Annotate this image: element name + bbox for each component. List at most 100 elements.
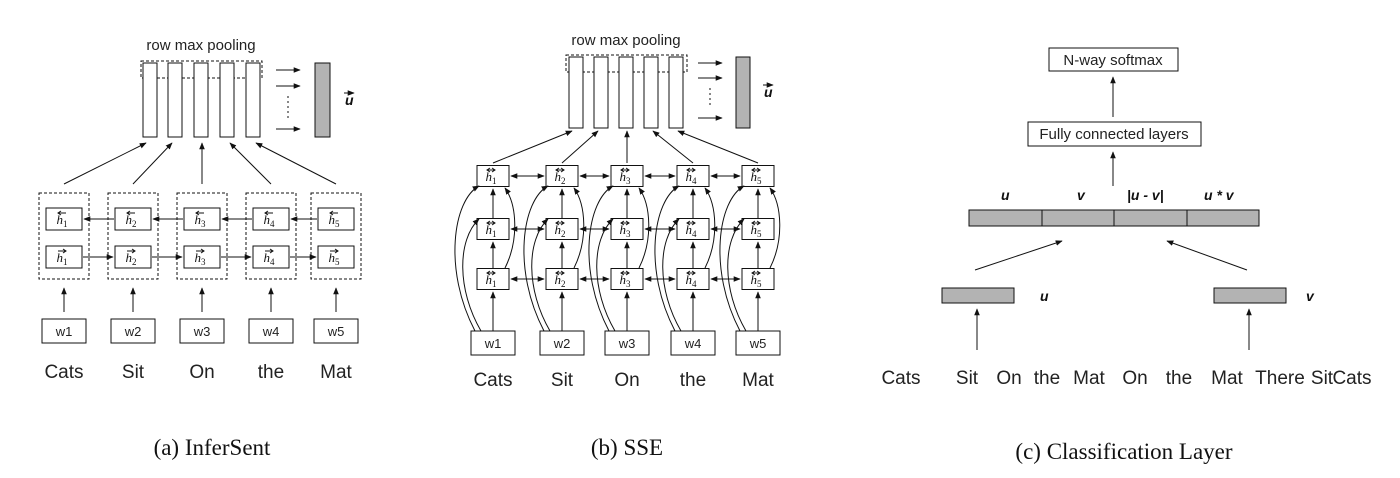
right-arrow-accent-icon bbox=[127, 248, 136, 254]
right-arrow-accent-icon bbox=[330, 248, 339, 254]
token-box bbox=[248, 318, 294, 344]
u-to-concat-arrow bbox=[974, 240, 1063, 271]
hidden-state-label: h4 bbox=[686, 169, 698, 186]
hidden-state-box bbox=[545, 268, 579, 290]
softmax-label: N-way softmax bbox=[1063, 52, 1163, 69]
word-label: Mat bbox=[1211, 368, 1243, 389]
word-label: the bbox=[1034, 368, 1060, 389]
pool-column bbox=[618, 56, 634, 129]
hidden-state-box bbox=[317, 245, 355, 269]
hidden-state-label: h5 bbox=[751, 272, 763, 289]
word-label: the bbox=[680, 370, 706, 391]
token-label: w5 bbox=[749, 336, 767, 351]
vector-label-u: u bbox=[764, 84, 773, 100]
hidden-state-label: h5 bbox=[751, 169, 763, 186]
hidden-state-box bbox=[676, 165, 710, 187]
word-label: Mat bbox=[742, 370, 774, 391]
shortcut-connection bbox=[704, 187, 716, 269]
to-pool-arrow bbox=[492, 130, 573, 164]
bidirectional-arrow-accent-icon bbox=[686, 270, 696, 276]
hidden-state-label: h4 bbox=[686, 222, 698, 239]
caption-classification: (c) Classification Layer bbox=[1015, 439, 1232, 464]
concat-label-v: v bbox=[1077, 187, 1086, 203]
bidirectional-arrow-accent-icon bbox=[620, 220, 630, 226]
hidden-state-box bbox=[476, 165, 510, 187]
token-label: w4 bbox=[262, 324, 280, 339]
word-label: Cats bbox=[473, 370, 512, 391]
pooling-label: row max pooling bbox=[571, 32, 680, 49]
pool-column bbox=[245, 62, 261, 138]
caption-infersent: (a) InferSent bbox=[154, 435, 271, 460]
bidirectional-arrow-accent-icon bbox=[686, 167, 696, 173]
hidden-state-box bbox=[610, 165, 644, 187]
hidden-state-box bbox=[114, 245, 152, 269]
bilstm-cell bbox=[38, 192, 90, 280]
hidden-state-label: h1 bbox=[486, 272, 497, 289]
hidden-state-label: h1 bbox=[486, 169, 497, 186]
hidden-state-box bbox=[476, 268, 510, 290]
hidden-state-label: h4 bbox=[264, 212, 276, 229]
sentence-vector-bar bbox=[314, 62, 331, 138]
hidden-state-box bbox=[741, 218, 775, 240]
shortcut-connection bbox=[504, 187, 516, 269]
bidirectional-arrow-accent-icon bbox=[620, 167, 630, 173]
hidden-state-label: h5 bbox=[329, 250, 341, 267]
token-label: w5 bbox=[327, 324, 345, 339]
token-label: w2 bbox=[553, 336, 571, 351]
pool-column bbox=[219, 62, 235, 138]
v-vector-label: v bbox=[1306, 288, 1315, 304]
fc-label: Fully connected layers bbox=[1039, 126, 1188, 143]
word-label: Cats bbox=[44, 362, 83, 383]
hidden-state-label: h3 bbox=[620, 272, 632, 289]
hidden-state-label: h5 bbox=[329, 212, 341, 229]
panel-infersent: row max pooling u h1h1w1Catsh2h2w2Sith3h… bbox=[38, 37, 362, 460]
hidden-state-box bbox=[45, 245, 83, 269]
word-label: Mat bbox=[1073, 368, 1105, 389]
bidirectional-arrow-accent-icon bbox=[751, 220, 761, 226]
concat-label-product: u * v bbox=[1204, 187, 1235, 203]
hidden-state-box bbox=[476, 218, 510, 240]
to-pool-arrow bbox=[63, 142, 147, 185]
token-box bbox=[110, 318, 156, 344]
word-label: There bbox=[1255, 368, 1305, 389]
bidirectional-arrow-accent-icon bbox=[751, 167, 761, 173]
hidden-state-box bbox=[610, 268, 644, 290]
word-label: Cats bbox=[881, 368, 920, 389]
hidden-state-label: h4 bbox=[686, 272, 698, 289]
bidirectional-arrow-accent-icon bbox=[555, 220, 565, 226]
pool-column bbox=[142, 62, 158, 138]
u-vector-label: u bbox=[1040, 288, 1049, 304]
v-vector-bar bbox=[1213, 287, 1287, 304]
token-label: w2 bbox=[124, 324, 142, 339]
word-label: Sit bbox=[551, 370, 574, 391]
token-box bbox=[313, 318, 359, 344]
concat-label-u: u bbox=[1001, 187, 1010, 203]
word-label: Sit bbox=[956, 368, 979, 389]
pool-column bbox=[643, 56, 659, 129]
hidden-state-label: h2 bbox=[555, 169, 566, 186]
token-box bbox=[539, 330, 585, 356]
hidden-state-label: h3 bbox=[620, 169, 632, 186]
vector-label-u: u bbox=[345, 92, 354, 108]
word-label: On bbox=[189, 362, 214, 383]
hidden-state-label: h3 bbox=[620, 222, 632, 239]
hidden-state-box bbox=[610, 218, 644, 240]
panel-classification: N-way softmax Fully connected layers u v… bbox=[881, 47, 1372, 464]
left-arrow-accent-icon bbox=[57, 210, 66, 216]
token-box bbox=[604, 330, 650, 356]
shortcut-connection bbox=[573, 187, 585, 269]
token-label: w3 bbox=[193, 324, 211, 339]
bidirectional-arrow-accent-icon bbox=[486, 167, 496, 173]
pooling-window bbox=[140, 60, 263, 79]
concat-vector bbox=[968, 209, 1260, 227]
pool-column bbox=[568, 56, 584, 129]
shortcut-connection bbox=[654, 185, 680, 332]
bidirectional-arrow-accent-icon bbox=[486, 270, 496, 276]
token-label: w1 bbox=[484, 336, 502, 351]
bidirectional-arrow-accent-icon bbox=[751, 270, 761, 276]
right-arrow-accent-icon bbox=[196, 248, 205, 254]
hidden-state-label: h5 bbox=[751, 222, 763, 239]
word-label: Sit bbox=[1311, 368, 1334, 389]
shortcut-connection bbox=[462, 218, 482, 332]
